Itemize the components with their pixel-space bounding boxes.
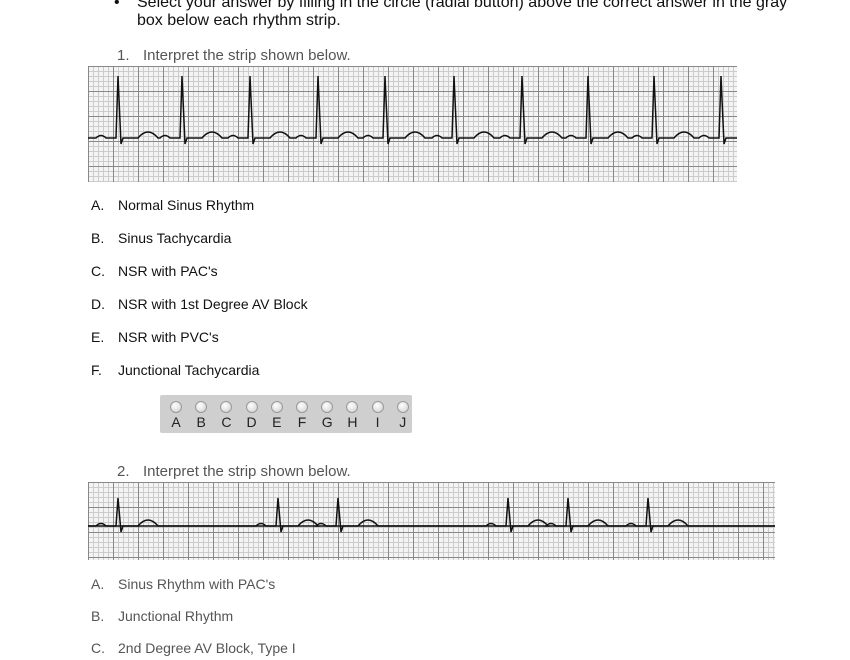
option-text: Normal Sinus Rhythm xyxy=(118,197,255,213)
radio-button-g[interactable] xyxy=(321,401,334,413)
radio-button-j[interactable] xyxy=(396,401,409,413)
radio-label: A xyxy=(171,414,181,430)
option-letter: F. xyxy=(91,362,102,378)
option-letter: C. xyxy=(91,263,105,279)
radio-label: J xyxy=(399,414,407,430)
option-letter: B. xyxy=(91,230,105,246)
option-text: Junctional Rhythm xyxy=(118,608,234,624)
question-2-prompt: Interpret the strip shown below. xyxy=(143,463,351,480)
option-letter: A. xyxy=(91,197,105,213)
radio-label: G xyxy=(321,414,333,430)
option-letter: D. xyxy=(91,296,105,312)
radio-button-f[interactable] xyxy=(296,401,308,413)
option-text: Junctional Tachycardia xyxy=(118,362,260,378)
radio-label: D xyxy=(246,414,257,430)
rhythm-strip-2 xyxy=(88,482,775,560)
option-text: NSR with PAC's xyxy=(118,263,218,279)
option-text: NSR with PVC's xyxy=(118,329,219,345)
option-letter: C. xyxy=(91,640,105,656)
option-letter: B. xyxy=(91,608,105,624)
option-letter: E. xyxy=(91,329,105,345)
radio-button-h[interactable] xyxy=(346,401,359,413)
radio-button-b[interactable] xyxy=(195,401,208,413)
ecg-trace xyxy=(88,497,775,533)
instruction-line-2: box below each rhythm strip. xyxy=(137,12,341,29)
radio-label: C xyxy=(221,414,232,430)
option-letter: A. xyxy=(91,576,105,592)
radio-label: B xyxy=(196,414,206,430)
radio-label: E xyxy=(272,414,282,430)
radio-button-a[interactable] xyxy=(170,401,182,413)
radio-label: H xyxy=(347,414,358,430)
ecg-trace xyxy=(88,75,737,145)
radio-label: I xyxy=(375,414,380,430)
question-1-number: 1. xyxy=(117,47,130,64)
bullet: • xyxy=(114,0,120,11)
option-text: Sinus Tachycardia xyxy=(118,230,232,246)
radio-button-d[interactable] xyxy=(245,401,258,413)
question-1-prompt: Interpret the strip shown below. xyxy=(143,47,351,64)
option-text: Sinus Rhythm with PAC's xyxy=(118,576,276,592)
option-text: NSR with 1st Degree AV Block xyxy=(118,296,308,312)
radio-button-i[interactable] xyxy=(371,401,384,413)
radio-button-c[interactable] xyxy=(220,401,233,413)
instruction-line-1: Select your answer by filling in the cir… xyxy=(137,0,788,11)
rhythm-strip-1 xyxy=(88,66,737,182)
radio-label: F xyxy=(297,414,307,430)
option-text: 2nd Degree AV Block, Type I xyxy=(118,640,296,656)
radio-button-e[interactable] xyxy=(270,401,283,413)
question-2-number: 2. xyxy=(117,463,130,480)
